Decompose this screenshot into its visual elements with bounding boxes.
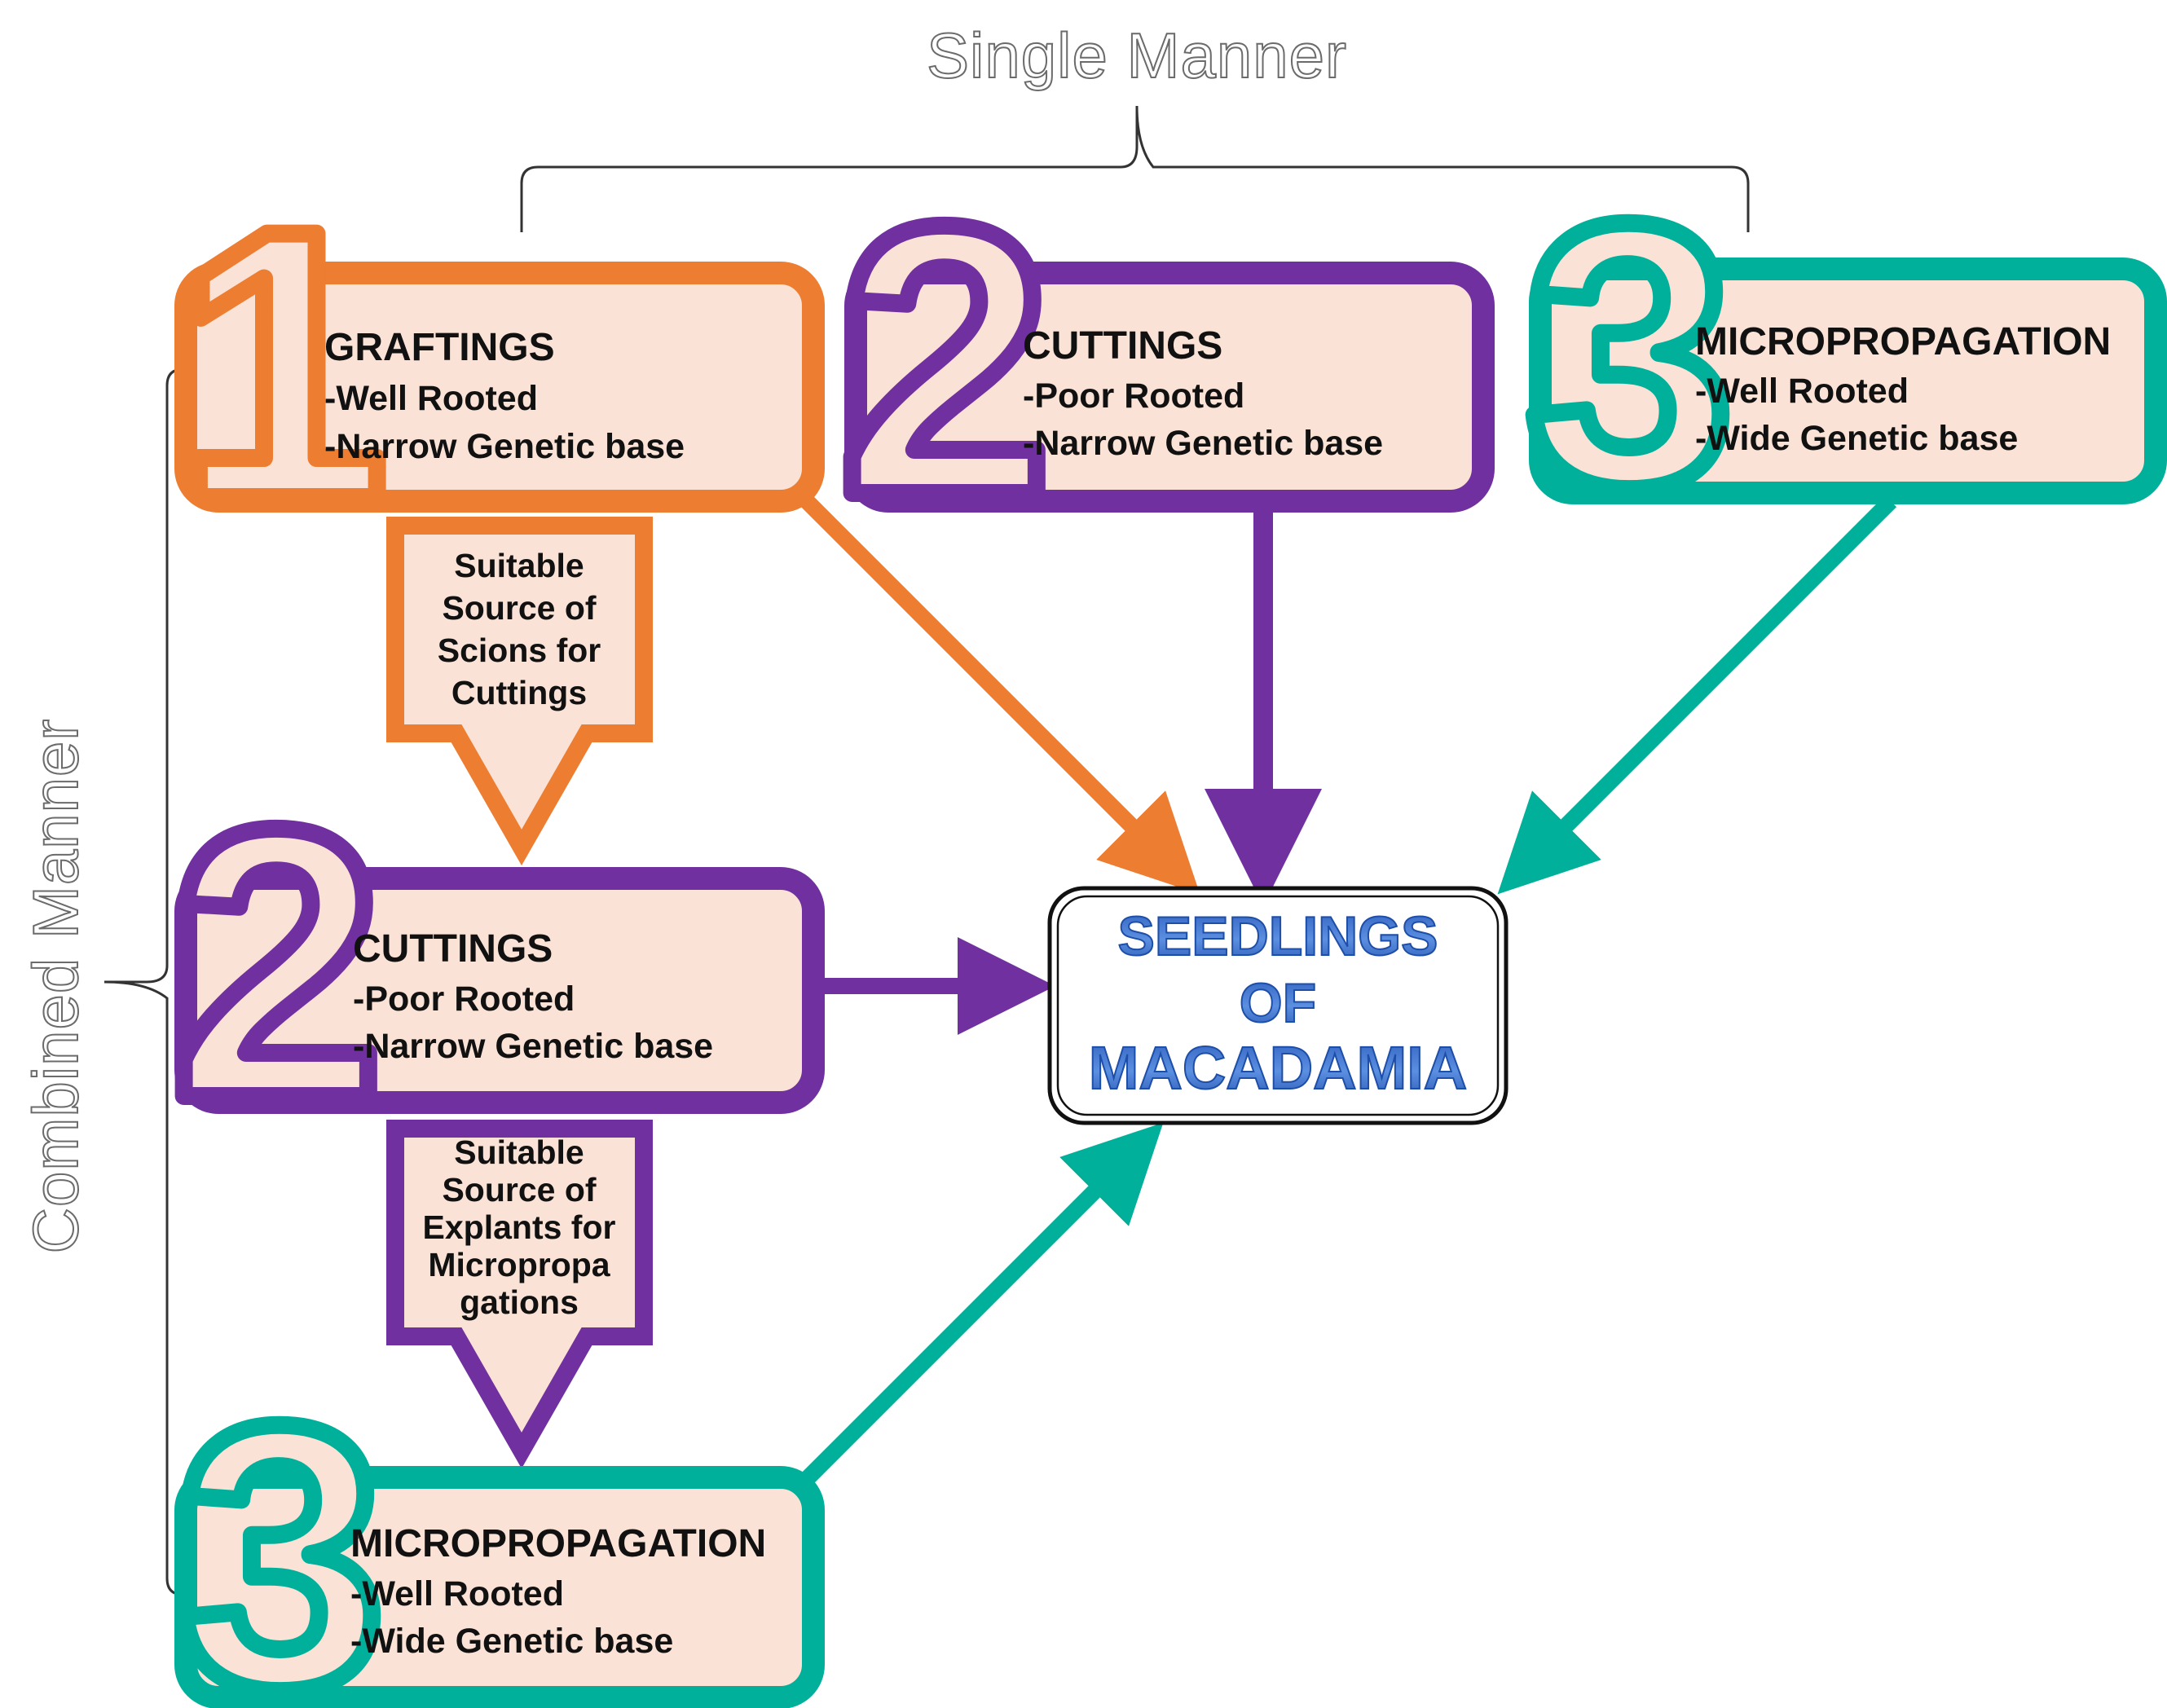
micro-item-1: -Well Rooted: [1695, 372, 1909, 411]
combined-micro-item-2: -Wide Genetic base: [350, 1622, 673, 1661]
single-manner-bracket: [520, 105, 1750, 232]
scions-text-line1: Suitable: [454, 547, 584, 584]
single-manner-label: Single Manner: [927, 20, 1347, 91]
cuttings-title: CUTTINGS: [1023, 324, 1222, 368]
grafting-number: 1: [174, 151, 387, 579]
combined-micro-card: 3 MICROPROPAGATION -Well Rooted -Wide Ge…: [168, 1340, 825, 1708]
combined-micro-title: MICROPROPAGATION: [350, 1522, 766, 1565]
seedlings-line-3: MACADAMIA: [1089, 1034, 1468, 1102]
explants-text-line1: Suitable: [454, 1134, 584, 1171]
cuttings-card: 2 CUTTINGS -Poor Rooted -Narrow Genetic …: [830, 138, 1495, 583]
combined-cuttings-title: CUTTINGS: [353, 927, 553, 971]
scions-text-line4: Cuttings: [451, 674, 587, 711]
combined-cuttings-card: 2 CUTTINGS -Poor Rooted -Narrow Genetic …: [161, 741, 825, 1186]
cuttings-item-2: -Narrow Genetic base: [1023, 424, 1383, 463]
seedlings-line-2: OF: [1240, 972, 1316, 1034]
combined-micro-number: 3: [177, 1349, 385, 1708]
combined-cuttings-item-1: -Poor Rooted: [353, 979, 575, 1019]
combined-manner-label: Combined Manner: [20, 719, 91, 1254]
seedlings-line-1: SEEDLINGS: [1118, 905, 1438, 967]
connector-arrows: [788, 482, 1897, 1494]
grafting-item-2: -Narrow Genetic base: [324, 427, 685, 466]
scions-block-arrow: Suitable Source of Scions for Cuttings: [386, 517, 653, 866]
scions-text-line2: Source of: [442, 589, 596, 627]
grafting-card: 1 GRAFTINGS -Well Rooted -Narrow Genetic…: [165, 142, 825, 588]
grafting-to-seedlings-arrow: [788, 482, 1200, 895]
micro-to-seedlings-arrow: [1497, 495, 1897, 895]
explants-text-line2: Source of: [442, 1171, 596, 1208]
combined-micro-to-seedlings-arrow: [792, 1122, 1164, 1494]
micro-number: 3: [1526, 147, 1734, 565]
explants-text-line4: Micropropa: [428, 1246, 610, 1283]
scions-text-line3: Scions for: [438, 632, 601, 669]
grafting-item-1: -Well Rooted: [324, 379, 538, 418]
explants-block-arrow: Suitable Source of Explants for Micropro…: [386, 1120, 653, 1469]
seedlings-box: SEEDLINGS OF MACADAMIA: [1047, 886, 1509, 1125]
combined-micro-item-1: -Well Rooted: [350, 1574, 564, 1613]
explants-text-line3: Explants for: [423, 1208, 616, 1246]
combined-manner-bracket: [104, 368, 232, 1596]
micro-card: 3 MICROPROPAGATION -Well Rooted -Wide Ge…: [1517, 138, 2167, 574]
micro-title: MICROPROPAGATION: [1695, 320, 2111, 363]
cuttings-item-1: -Poor Rooted: [1023, 376, 1244, 416]
explants-text-line5: gations: [460, 1283, 579, 1321]
combined-cuttings-number: 2: [170, 750, 383, 1178]
micro-item-2: -Wide Genetic base: [1695, 419, 2018, 458]
cuttings-number: 2: [839, 147, 1051, 574]
grafting-title: GRAFTINGS: [324, 326, 555, 369]
combined-cuttings-item-2: -Narrow Genetic base: [353, 1027, 713, 1066]
